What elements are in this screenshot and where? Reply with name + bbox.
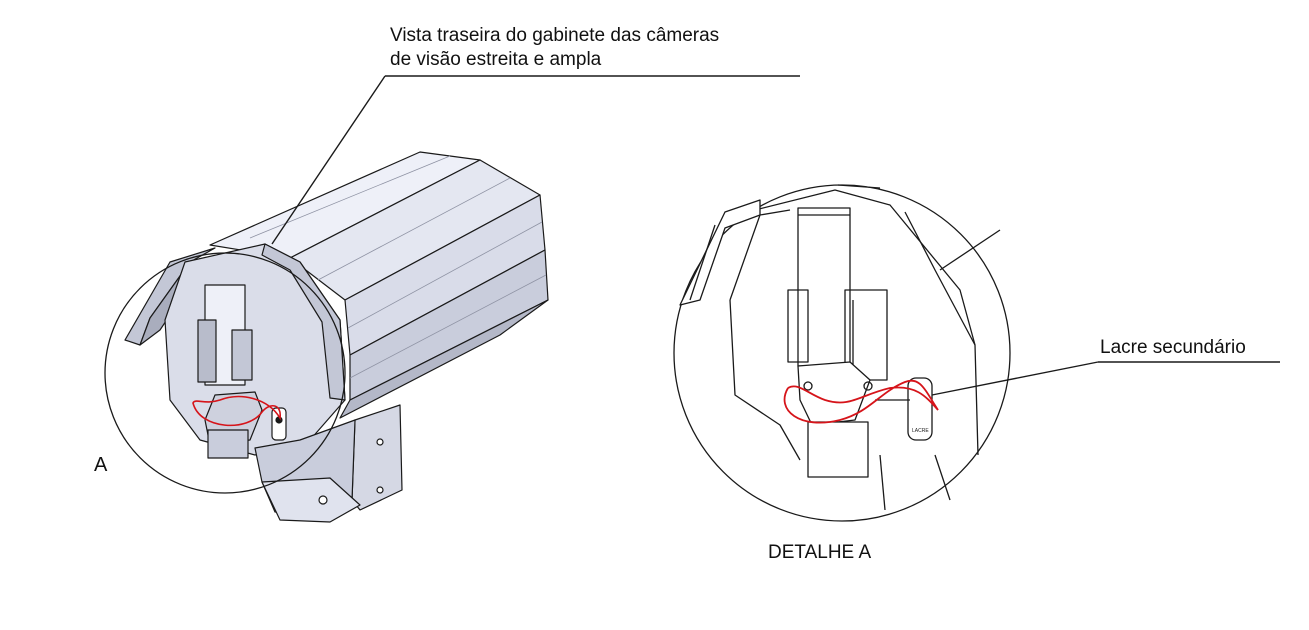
label-a: A — [94, 454, 108, 476]
housing-bottom-panel — [339, 299, 549, 419]
label-detail-a: DETALHE A — [768, 542, 872, 563]
seal-wire-detail — [783, 379, 939, 424]
mount-bracket — [351, 404, 403, 511]
detail-latch — [797, 207, 851, 367]
detail-seal-post — [907, 377, 933, 441]
detail-circle-a — [104, 252, 346, 494]
seal-wire-main — [192, 395, 281, 427]
detail-a-view: LACRE — [673, 184, 1011, 522]
callout-main-line1: Vista traseira do gabinete das câmeras — [390, 25, 720, 46]
svg-text:LACRE: LACRE — [912, 428, 929, 434]
callout-main: Vista traseira do gabinete das câmeras d… — [390, 24, 719, 72]
callout-main-line2: de visão estreita e ampla — [390, 49, 602, 70]
label-secondary-seal: Lacre secundário — [1100, 337, 1246, 358]
camera-housing — [124, 151, 549, 523]
seal-post — [271, 407, 287, 441]
leader-main — [271, 75, 386, 245]
leader-seal — [931, 361, 1099, 396]
